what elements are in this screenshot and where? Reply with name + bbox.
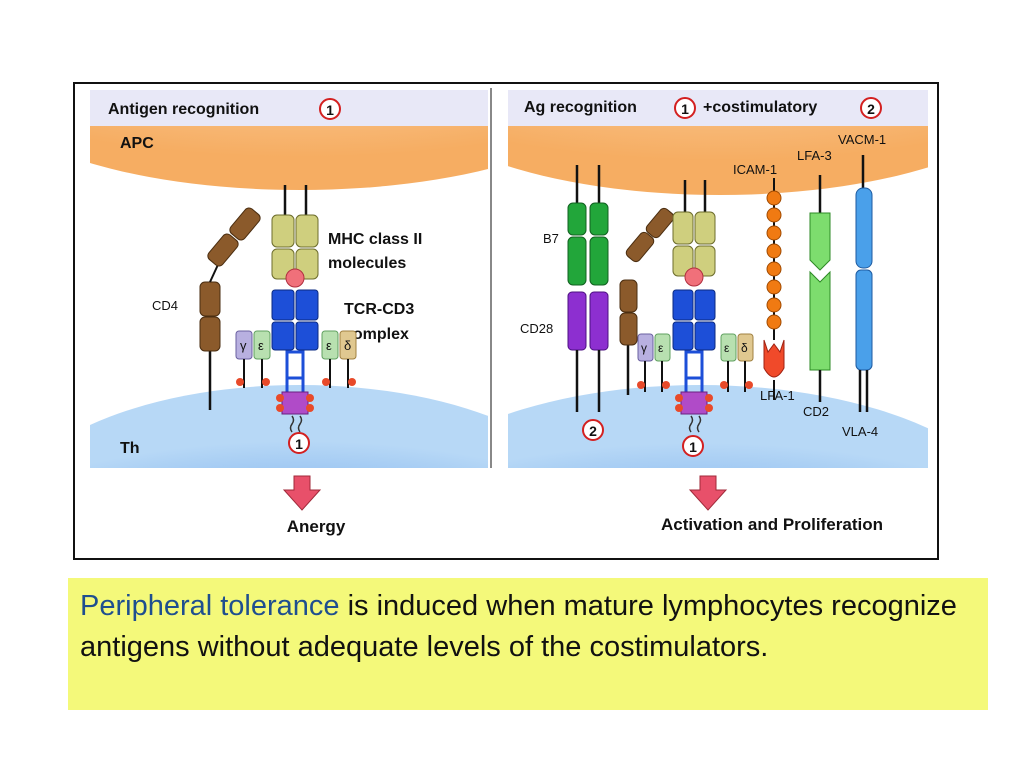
vacm1-vla4-pair: [855, 155, 873, 412]
anergy-label: Anergy: [287, 517, 346, 536]
cd3-gamma-epsilon-right: [637, 333, 671, 392]
lfa1-label: LFA-1: [760, 388, 795, 403]
signal1-number-left: 1: [295, 436, 303, 452]
right-header-band: [508, 90, 928, 126]
right-header-marker2-number: 2: [867, 101, 875, 117]
signal1-number-right: 1: [689, 439, 697, 455]
signal1-marker-left: [288, 432, 310, 454]
delta-label-right: δ: [741, 341, 748, 355]
activation-arrow: [688, 475, 728, 511]
caption-text: is induced when mature lymphocytes recog…: [80, 590, 957, 663]
gamma-label-left: γ: [240, 338, 247, 353]
right-header-part1: Ag recognition: [524, 99, 637, 116]
gamma-label-right: γ: [641, 341, 647, 355]
cd2-label: CD2: [803, 404, 829, 419]
th-cell-right: [508, 385, 928, 468]
signal2-number-right: 2: [589, 423, 597, 439]
signal1-marker-right: [682, 435, 704, 457]
mhc-class-ii-right: [672, 180, 716, 287]
left-header-marker-number: 1: [326, 102, 334, 118]
tcr-label-line2: complex: [344, 326, 409, 343]
left-header-marker: [319, 98, 341, 120]
right-header-marker1: [674, 97, 696, 119]
tcr-label-line1: TCR-CD3: [344, 301, 414, 318]
caption-box: Peripheral tolerance is induced when mat…: [68, 578, 988, 710]
tcr-cd3-complex-left: [271, 289, 319, 433]
figure-frame: Antigen recognition 1 APC Th CD4 MHC cla…: [73, 82, 939, 560]
cd4-label: CD4: [152, 298, 178, 313]
tcr-cd3-complex-right: [672, 289, 716, 433]
lfa3-cd2-pair: [809, 175, 831, 402]
right-header-part2: +costimulatory: [703, 99, 817, 116]
cd28-label: CD28: [520, 321, 553, 336]
cd4-molecule-right: [619, 207, 675, 395]
caption-highlight: Peripheral tolerance: [80, 590, 340, 622]
right-header-marker2: [860, 97, 882, 119]
cd3-epsilon-delta-left: [321, 330, 357, 388]
th-cell-left: [90, 385, 488, 468]
b7-cd28-pair: [567, 165, 609, 412]
apc-label: APC: [120, 135, 154, 152]
mhc-label-line1: MHC class II: [328, 231, 422, 248]
mhc-label-line2: molecules: [328, 255, 406, 272]
anergy-arrow: [282, 475, 322, 511]
cd3-gamma-epsilon-left: [235, 330, 271, 388]
mhc-class-ii-left: [271, 185, 319, 288]
delta-label-left: δ: [344, 338, 351, 353]
epsilon-label-left-b: ε: [326, 338, 332, 353]
epsilon-label-left-a: ε: [258, 338, 264, 353]
cd4-molecule: [199, 207, 261, 410]
icam1-label: ICAM-1: [733, 162, 777, 177]
right-header-marker1-number: 1: [681, 101, 689, 117]
signal2-marker-right: [582, 419, 604, 441]
left-panel: Antigen recognition 1 APC Th CD4 MHC cla…: [90, 90, 488, 536]
right-panel: Ag recognition 1 +costimulatory 2 B7 CD2…: [508, 90, 928, 534]
icam1-lfa1-pair: [763, 178, 785, 400]
epsilon-label-right-b: ε: [724, 341, 730, 355]
diagram: Antigen recognition 1 APC Th CD4 MHC cla…: [90, 88, 928, 536]
b7-label: B7: [543, 231, 559, 246]
left-header-label: Antigen recognition: [108, 101, 259, 118]
th-label: Th: [120, 440, 140, 457]
left-header-band: [90, 90, 488, 126]
activation-label: Activation and Proliferation: [661, 515, 883, 534]
epsilon-label-right-a: ε: [658, 341, 664, 355]
vla4-label: VLA-4: [842, 424, 878, 439]
vacm1-label: VACM-1: [838, 132, 886, 147]
antigen-peptide-left: [285, 268, 305, 288]
cd3-epsilon-delta-right: [720, 333, 754, 392]
antigen-peptide-right: [684, 267, 704, 287]
lfa3-label: LFA-3: [797, 148, 832, 163]
